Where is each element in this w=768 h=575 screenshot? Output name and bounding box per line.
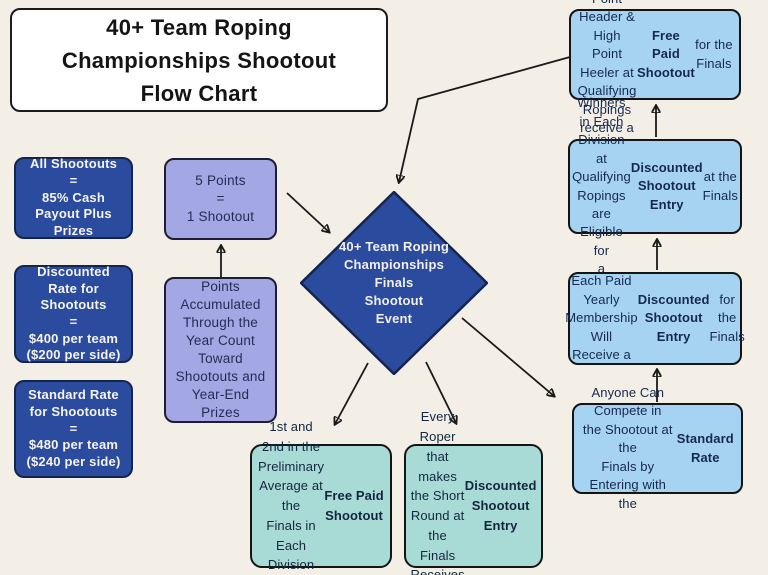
diamond-label: 40+ Team Roping Championships Finals Sho… <box>338 238 450 327</box>
node-discounted-rate: Discounted Rate for Shootouts = $400 per… <box>14 264 133 363</box>
node-all-shootouts-payout: All Shootouts = 85% Cash Payout Plus Pri… <box>14 156 133 239</box>
node-preliminary-average-free-shootout: 1st and 2nd in the Preliminary Average a… <box>250 419 392 572</box>
node-standard-rate: Standard Rate for Shootouts = $480 per t… <box>14 380 133 478</box>
chart-title: 40+ Team Roping Championships Shootout F… <box>10 8 388 112</box>
node-5-points: 5 Points = 1 Shootout <box>164 158 277 240</box>
node-points-accumulated: Points Accumulated Through the Year Coun… <box>164 277 277 423</box>
arrow-highpoint-to-diamond <box>399 56 571 182</box>
diamond-shape <box>300 191 488 375</box>
node-winners-discounted-entry: Winners in Each Division at Qualifying R… <box>568 95 742 276</box>
node-membership-discounted-entry: Each Paid Yearly Membership Will Receive… <box>565 272 745 365</box>
node-high-point-free-shootout: High Point Header & High Point Heeler at… <box>569 0 741 135</box>
node-anyone-standard-rate: Anyone Can Compete in the Shootout at th… <box>572 385 743 511</box>
node-finals-shootout-event: 40+ Team Roping Championships Finals Sho… <box>300 191 488 375</box>
node-short-round-discounted-entry: Every Roper that makes the Short Round a… <box>404 409 543 575</box>
